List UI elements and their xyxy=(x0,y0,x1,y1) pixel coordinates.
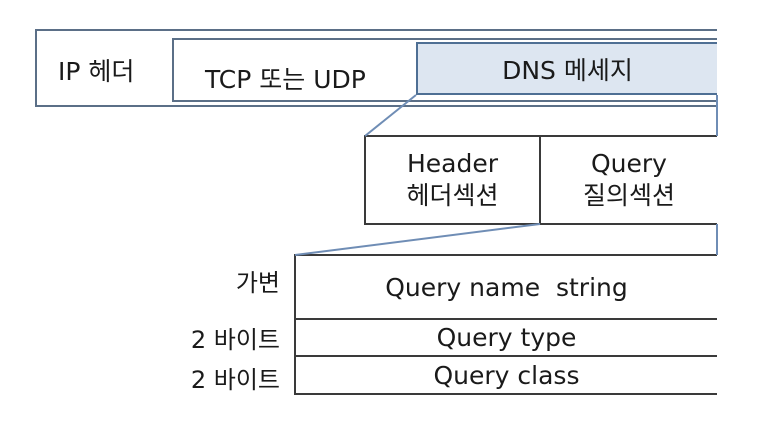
dns-to-header-guide xyxy=(364,94,417,137)
ip-header-label: IP 헤더 xyxy=(58,57,135,86)
query-name-row: Query name string xyxy=(294,254,717,320)
query-class-row: Query class xyxy=(294,355,717,395)
query-section-cell: Query 질의섹션 xyxy=(539,135,717,225)
query-type-size-label: 2 바이트 xyxy=(190,326,280,354)
query-to-fields-guide-left xyxy=(294,223,541,256)
query-class-size-label: 2 바이트 xyxy=(190,366,280,394)
transport-label: TCP 또는 UDP xyxy=(205,65,366,94)
query-name-text: Query name string xyxy=(385,272,628,302)
query-class-text: Query class xyxy=(433,360,580,390)
query-type-text: Query type xyxy=(436,323,577,352)
dns-message-label: DNS 메세지 xyxy=(502,55,633,85)
query-name-size-label: 가변 xyxy=(235,269,280,297)
query-section-subtitle: 질의섹션 xyxy=(582,181,675,210)
header-section-subtitle: 헤더섹션 xyxy=(406,181,499,210)
dns-message-box: DNS 메세지 xyxy=(416,42,717,95)
query-section-title: Query xyxy=(591,149,667,178)
header-section-title: Header xyxy=(406,149,499,178)
